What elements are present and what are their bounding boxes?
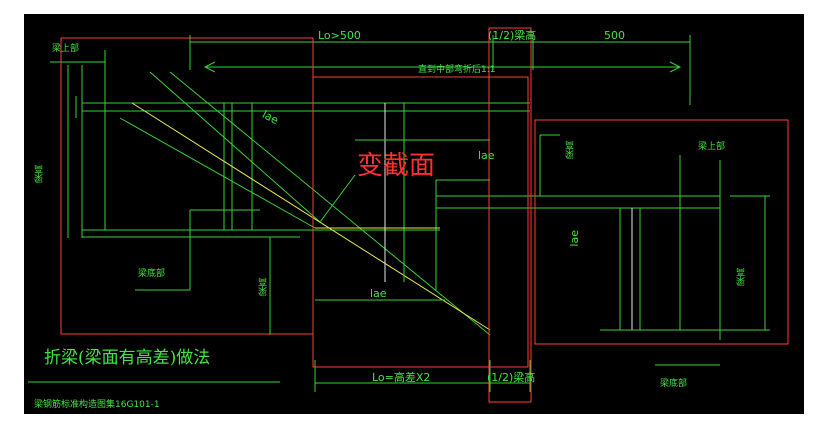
drawing-title: 折梁(梁面有高差)做法 (44, 348, 211, 368)
right-500-dim: 500 (604, 29, 625, 42)
bottom-right-rebar-label: 梁底部 (660, 379, 688, 389)
top-dimensions (189, 35, 691, 105)
lo-left-dim: Lo>500 (318, 29, 361, 42)
variable-section-annotation: 变截面 (357, 151, 436, 181)
red-frames (60, 27, 789, 403)
lo-height-diff-dim: Lo=高差X2 (372, 371, 431, 384)
cad-canvas (24, 14, 804, 414)
bottom-dimensions (28, 237, 531, 392)
height-mid-label: 梁高 (259, 278, 269, 296)
middle-section (315, 103, 720, 290)
top-left-rebar-label: 梁上部 (52, 44, 80, 54)
height-right-mid-label: 梁高 (566, 141, 576, 159)
half-beam-height-bottom-dim: (1/2)梁高 (487, 371, 536, 384)
height-left-label: 梁高 (35, 165, 45, 183)
right-beam (539, 134, 770, 366)
lae-right-vertical-label: lae (568, 230, 581, 247)
top-mid-note: 直到中部弯折后1:1 (418, 65, 496, 75)
footer-note: 梁钢筋标准构造图集16G101-1 (34, 400, 160, 410)
half-beam-height-top-dim: (1/2)梁高 (488, 29, 537, 42)
lae-bottom-label: lae (370, 287, 387, 300)
diagonal-rebars (119, 71, 491, 336)
height-right-label: 梁高 (737, 268, 747, 286)
bottom-left-rebar-label: 梁底部 (138, 269, 166, 279)
top-right-rebar-label: 梁上部 (698, 142, 726, 152)
lae-mid-label: lae (478, 149, 495, 162)
